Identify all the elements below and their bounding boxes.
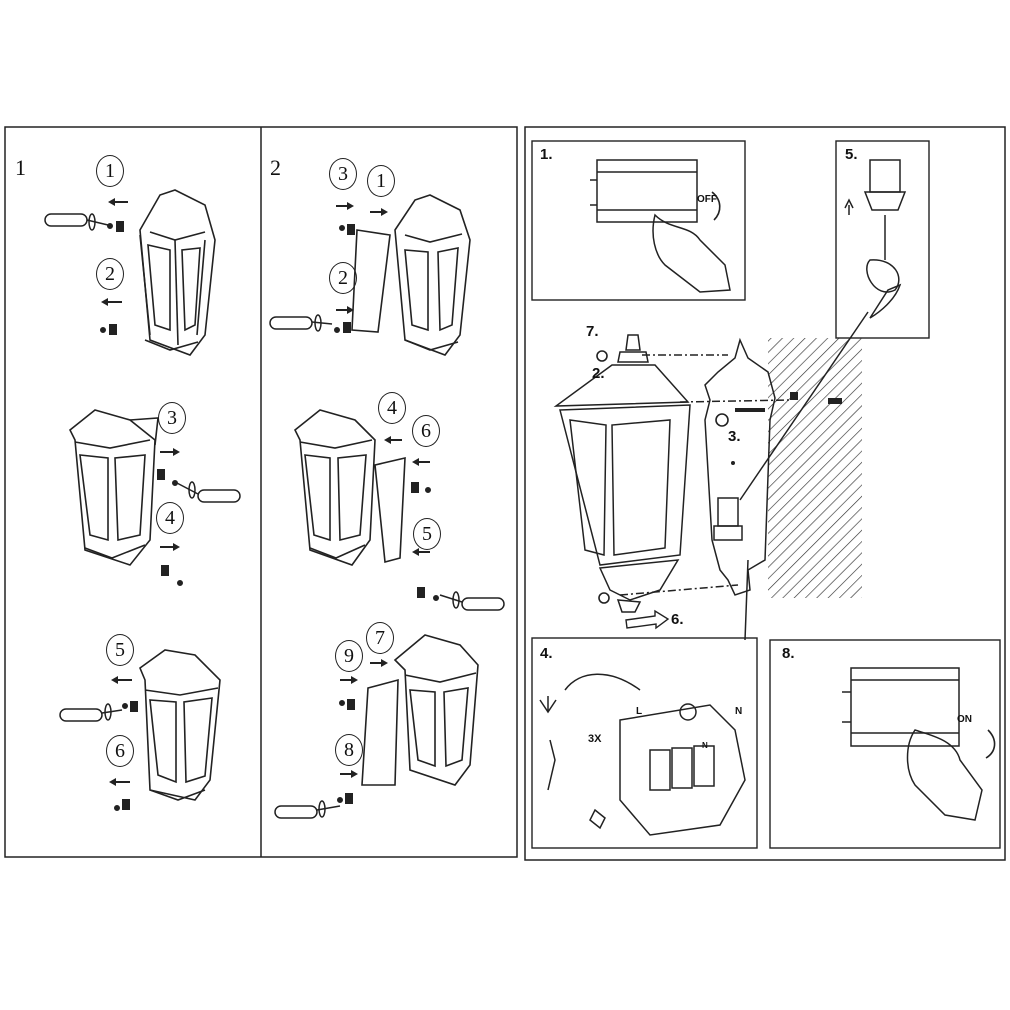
callout-a-5: 5 [106,634,134,666]
main-lantern [553,334,691,613]
arrow-right-icon [625,609,670,630]
arrow-left-icon [384,436,402,444]
step-label-6: 6. [671,611,684,628]
panel-number-1: 1 [15,155,26,180]
glass-pane-1 [351,229,391,333]
arrow-right-icon [370,659,388,667]
callout-a-6: 6 [106,735,134,767]
step-label-2: 2. [592,365,605,382]
wall-bracket [704,337,776,596]
step-label-3: 3. [728,428,741,445]
callout-b-8: 8 [335,734,363,766]
lantern-drawing-b3 [393,634,479,786]
rotate-icon [711,191,721,221]
lantern-drawing-b2 [293,409,376,566]
callout-b-5: 5 [413,518,441,550]
callout-b-6: 6 [412,415,440,447]
arrow-right-icon [336,306,354,314]
step-label-1: 1. [540,146,553,163]
callout-b-4: 4 [378,392,406,424]
callout-a-2: 2 [96,258,124,290]
arrow-right-icon [370,208,388,216]
wiring-terminal [539,673,746,836]
step-label-8: 8. [782,645,795,662]
screwdriver-a3 [59,703,123,722]
callout-a-4: 4 [156,502,184,534]
arrow-left-icon [111,676,132,684]
glass-pane-2 [374,456,406,564]
callout-b-2: 2 [329,262,357,294]
callout-a-3: 3 [158,402,186,434]
arrow-left-icon [412,548,430,556]
arrow-right-icon [340,770,358,778]
callout-b-3: 3 [329,158,357,190]
callout-a-1: 1 [96,155,124,187]
terminal-n-label: N [735,706,743,717]
arrow-right-icon [336,202,354,210]
lantern-drawing-a3 [139,649,221,801]
breaker-panel-on [842,667,983,821]
arrow-left-icon [412,458,430,466]
repeat-label: 3X [588,733,602,745]
arrow-left-icon [101,298,122,306]
switch-off-label: OFF [697,194,717,205]
callout-b-9: 9 [335,640,363,672]
rotate-icon [596,350,608,362]
wall-hatch [768,338,862,598]
step-label-4: 4. [540,645,553,662]
breaker-panel-off [590,159,731,293]
lantern-drawing-a1 [139,189,216,356]
terminal-n-small-label: N [702,741,708,750]
bulb-removal [844,159,907,319]
switch-on-label: ON [957,714,972,725]
arrow-right-icon [160,543,180,551]
rotate-icon [598,592,610,604]
arrow-right-icon [340,676,358,684]
rotate-icon [715,413,729,427]
rotate-icon [985,729,996,759]
panel-number-2: 2 [270,155,281,180]
arrow-right-icon [160,448,180,456]
terminal-l-label: L [636,706,643,717]
screwdriver-b2 [439,591,505,611]
callout-b-1: 1 [367,165,395,197]
arrow-left-icon [108,198,128,206]
step-label-5: 5. [845,146,858,163]
screwdriver-a1 [44,213,109,231]
callout-b-7: 7 [366,622,394,654]
arrow-left-icon [109,778,130,786]
screwdriver-a2 [174,481,241,503]
lantern-drawing-b1 [394,194,471,356]
screwdriver-b3 [274,800,341,819]
screwdriver-b1 [269,314,333,332]
glass-pane-3 [361,678,399,786]
step-label-7: 7. [586,323,599,340]
